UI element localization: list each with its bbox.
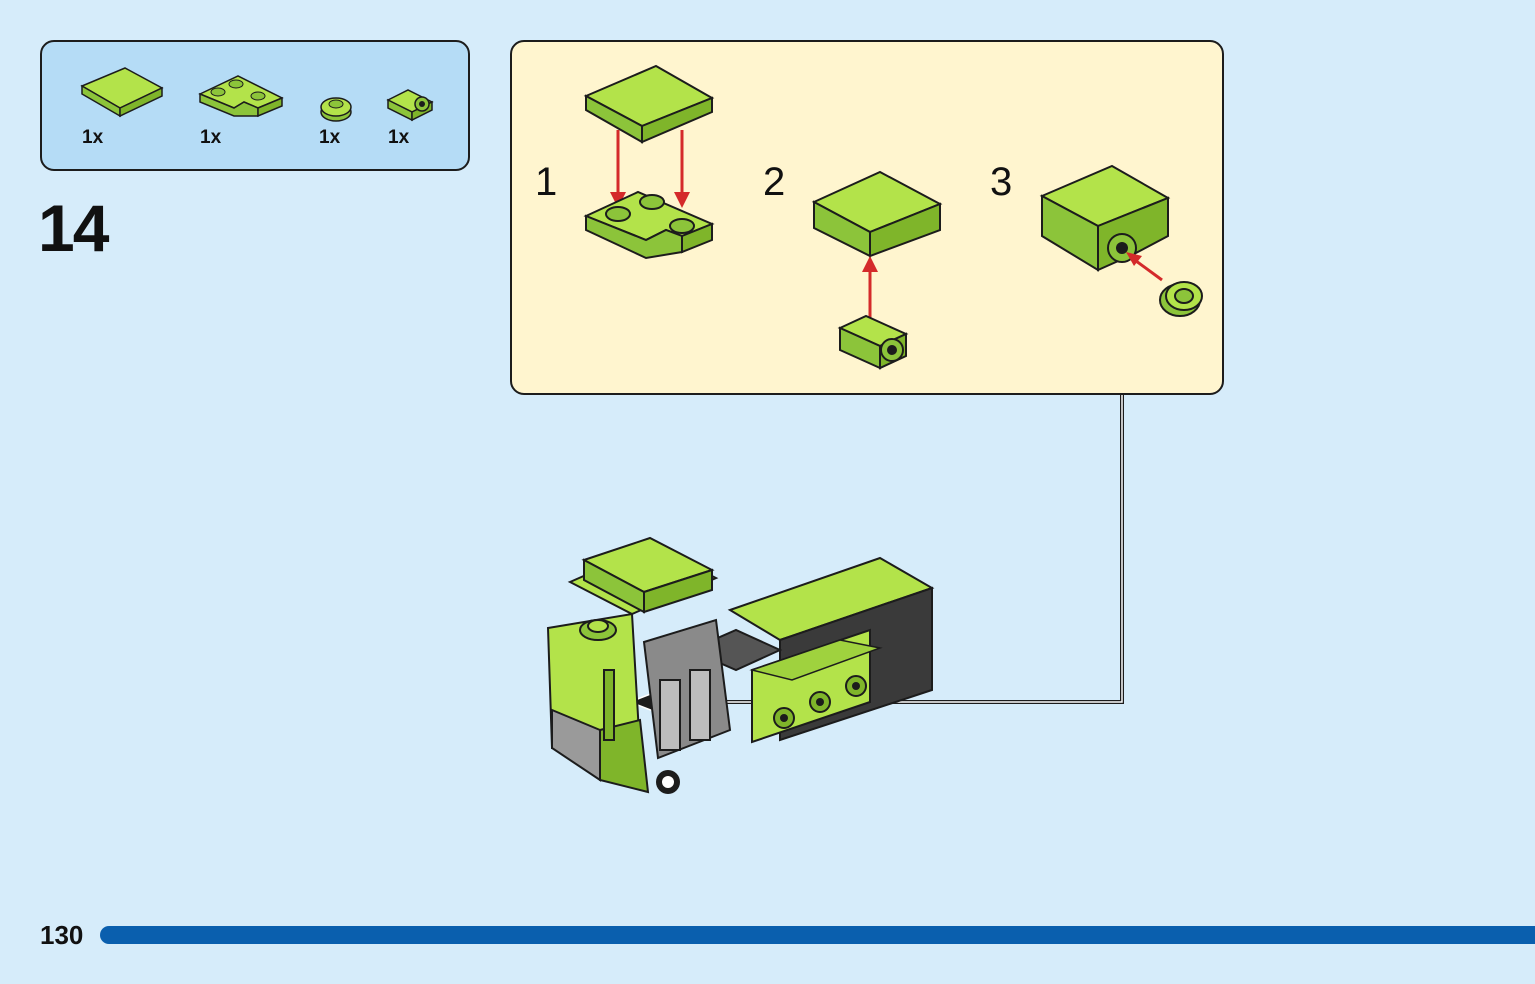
step-number: 14 (38, 191, 109, 265)
part-qty-1: 1x (82, 127, 104, 148)
part-qty-2: 1x (200, 127, 222, 148)
substep-3-illustration (1039, 164, 1203, 317)
lime-bracket-stud-icon (386, 89, 434, 122)
lime-round-plate-icon (320, 97, 352, 122)
substep-box: 1 2 3 (510, 40, 1224, 395)
lime-plate-corner-icon (198, 75, 284, 118)
substep-1-illustration (583, 64, 715, 260)
red-arrow-head (610, 192, 626, 208)
page-number: 130 (40, 920, 84, 950)
substep-2-illustration (811, 170, 943, 370)
progress-bar (100, 926, 1535, 944)
substep-number-2: 2 (763, 160, 786, 204)
part-qty-4: 1x (388, 127, 410, 148)
parts-list-box: 1x 1x 1x 1x (40, 40, 470, 171)
main-model-illustration (546, 536, 935, 794)
substep-number-1: 1 (535, 160, 558, 204)
substep-number-3: 3 (990, 160, 1013, 204)
part-qty-3: 1x (319, 127, 341, 148)
lime-tile-2x2-icon (80, 67, 164, 118)
